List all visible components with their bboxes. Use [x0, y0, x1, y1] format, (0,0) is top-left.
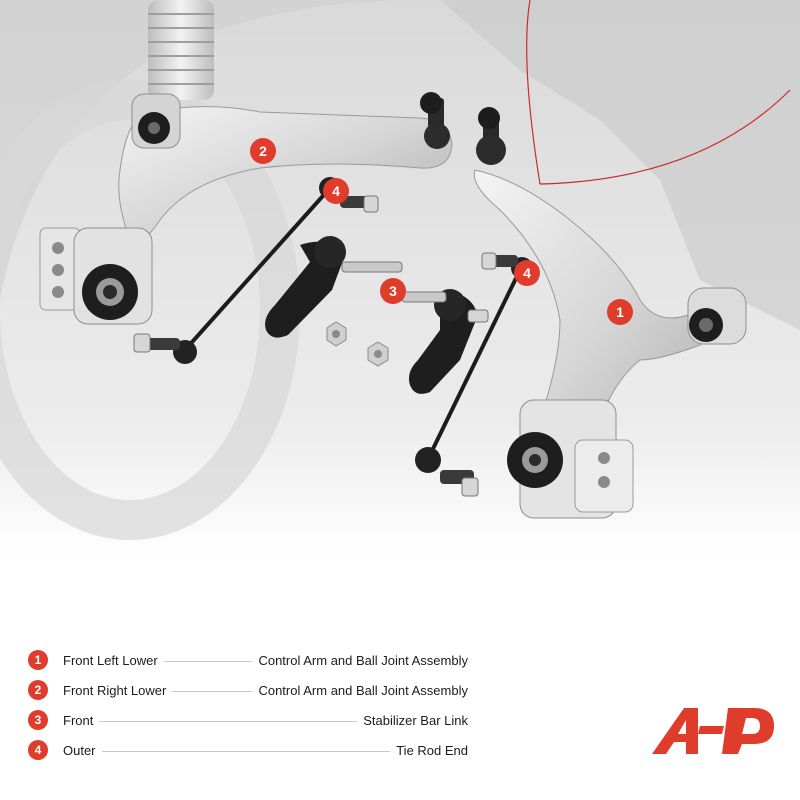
control-arm-2-icon — [39, 92, 453, 325]
svg-text:1: 1 — [616, 304, 624, 320]
svg-text:3: 3 — [389, 283, 397, 299]
fender-shape — [0, 0, 420, 300]
number-badge: 1 — [28, 650, 48, 670]
hex-nut-icon — [367, 341, 389, 367]
svg-text:4: 4 — [332, 183, 340, 199]
strut-boot-icon — [148, 0, 214, 100]
tie-rod-end-left-icon — [265, 236, 403, 338]
legend-row: 4 Outer Tie Rod End — [28, 735, 468, 765]
callout-4-right: 4 — [514, 260, 540, 286]
callout-1: 1 — [607, 299, 633, 325]
parts-legend: 1 Front Left Lower Control Arm and Ball … — [28, 645, 468, 765]
number-badge: 2 — [28, 680, 48, 700]
callout-3: 3 — [380, 278, 406, 304]
part-detail: Tie Rod End — [396, 742, 468, 758]
leader-line — [99, 720, 358, 722]
part-detail: Control Arm and Ball Joint Assembly — [258, 652, 468, 668]
stabilizer-link-right-icon — [415, 252, 533, 497]
hex-nut-icon — [326, 321, 347, 347]
leader-line — [163, 660, 253, 662]
svg-text:4: 4 — [523, 265, 531, 281]
legend-row: 1 Front Left Lower Control Arm and Ball … — [28, 645, 468, 675]
part-detail: Stabilizer Bar Link — [363, 712, 468, 728]
legend-row: 3 Front Stabilizer Bar Link — [28, 705, 468, 735]
part-detail: Control Arm and Ball Joint Assembly — [258, 682, 468, 698]
red-line-icon — [539, 89, 791, 185]
part-name: Front Left Lower — [63, 652, 158, 668]
control-arm-1-icon — [473, 107, 747, 519]
product-photo: 2 4 3 4 1 — [0, 0, 800, 560]
number-badge: 4 — [28, 740, 48, 760]
leader-line — [172, 690, 253, 692]
number-badge: 3 — [28, 710, 48, 730]
tie-rod-end-right-icon — [401, 289, 489, 394]
leader-line — [101, 750, 391, 752]
engine-bay-shape — [440, 0, 800, 330]
svg-text:2: 2 — [259, 143, 267, 159]
callout-4-left: 4 — [323, 178, 349, 204]
part-name: Front Right Lower — [63, 682, 167, 698]
ap-brand-logo-icon — [650, 706, 776, 756]
red-line-icon — [526, 0, 541, 185]
part-name: Outer — [63, 742, 96, 758]
legend-row: 2 Front Right Lower Control Arm and Ball… — [28, 675, 468, 705]
callout-2: 2 — [250, 138, 276, 164]
part-name: Front — [63, 712, 94, 728]
